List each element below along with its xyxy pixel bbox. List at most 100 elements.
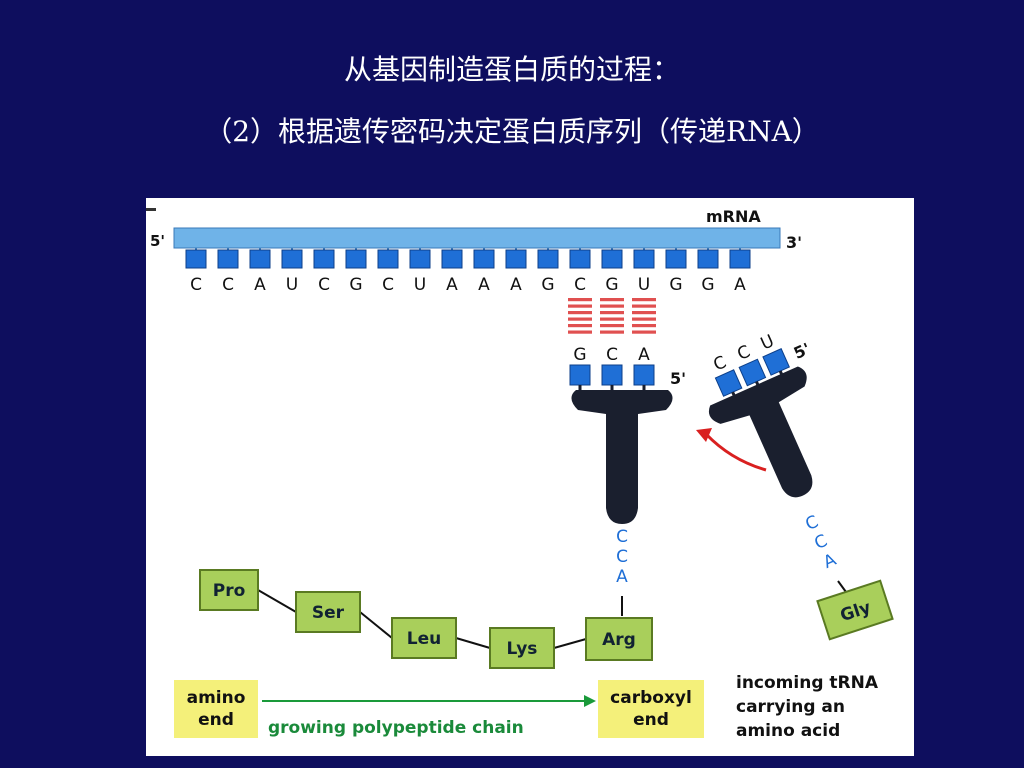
mrna-base-box xyxy=(633,249,655,269)
trna-incoming-anticodon-letter: C xyxy=(734,342,753,365)
trna-incoming-anticodon-letter: U xyxy=(758,331,778,354)
mrna-base-box xyxy=(601,249,623,269)
mrna-3prime-label: 3' xyxy=(786,233,802,252)
trna-bound-anticodon-letter: G xyxy=(573,345,586,365)
pairing-bar xyxy=(600,324,624,328)
mrna-base-box xyxy=(729,249,751,269)
label-line: end xyxy=(198,710,234,730)
mrna-base-letter: A xyxy=(446,275,458,295)
mrna-base-letter: U xyxy=(286,275,298,295)
mrna-base-letter: A xyxy=(254,275,266,295)
trna-bound-cca: CCA xyxy=(616,527,628,587)
label-line: incoming tRNA xyxy=(736,673,879,693)
trna-incoming-anticodon-stem xyxy=(731,391,737,399)
mrna-label: mRNA xyxy=(706,207,761,226)
mrna-base-box xyxy=(537,249,559,269)
amino-acid-label: Ser xyxy=(312,603,345,623)
mrna-base-box xyxy=(409,249,431,269)
amino-acid-box xyxy=(199,569,259,611)
label-line: amino xyxy=(187,688,246,708)
trna-incoming-anticodon-letter: C xyxy=(711,352,730,375)
mrna-base-box xyxy=(249,249,271,269)
label-line: carboxyl xyxy=(610,688,692,708)
pairing-bar xyxy=(568,317,592,321)
gly-box xyxy=(816,579,894,641)
pairing-bar xyxy=(600,304,624,308)
mrna-base-letter: C xyxy=(574,275,586,295)
mrna-base-box xyxy=(569,249,591,269)
trna-bound-anticodon-box xyxy=(601,364,623,386)
trna-bound-cca-letter: C xyxy=(616,527,628,547)
mrna-base-box xyxy=(473,249,495,269)
trna-bound-5prime-label: 5' xyxy=(670,369,686,388)
mrna-base-letter: C xyxy=(190,275,202,295)
slide-title: 从基因制造蛋白质的过程： xyxy=(343,53,680,86)
mrna-base-letter: U xyxy=(638,275,650,295)
trna-incoming-body xyxy=(708,366,813,498)
mrna-base-box xyxy=(345,249,367,269)
mrna-base-box xyxy=(697,249,719,269)
pairing-bar xyxy=(568,304,592,308)
pairing-bar xyxy=(632,304,656,308)
mrna-base-box xyxy=(441,249,463,269)
pairing-bar xyxy=(568,311,592,315)
amino-acid-gly: Gly xyxy=(816,579,894,641)
mrna-base-letter: C xyxy=(382,275,394,295)
trna-bound-cca-letter: A xyxy=(616,567,628,587)
label-line: carrying an xyxy=(736,697,845,717)
trna-bound-anticodon-letter: A xyxy=(638,345,650,365)
mrna-base-letter: G xyxy=(541,275,554,295)
pairing-bar xyxy=(568,330,592,334)
mrna-base-box xyxy=(377,249,399,269)
pairing-bar xyxy=(600,298,624,302)
carboxyl-end-box xyxy=(598,680,704,738)
mrna-base-letter: C xyxy=(222,275,234,295)
amino-acid-box xyxy=(585,617,653,661)
peptide-bond xyxy=(257,589,297,613)
trna-incoming-5prime-label: 5' xyxy=(791,339,813,363)
mrna-base-box xyxy=(217,249,239,269)
edge-mark xyxy=(146,208,156,211)
mrna-base-letter: U xyxy=(414,275,426,295)
incoming-arrow xyxy=(704,432,767,472)
amino-acid-box xyxy=(489,627,555,669)
mrna-base-box xyxy=(185,249,207,269)
pairing-bar xyxy=(632,311,656,315)
pairing-bar xyxy=(600,311,624,315)
mrna-base-letter: A xyxy=(478,275,490,295)
mrna-base-letter: G xyxy=(669,275,682,295)
amino-acid-label: Arg xyxy=(602,630,636,650)
mrna-base-letter: G xyxy=(349,275,362,295)
slide-subtitle: （2）根据遗传密码决定蛋白质序列（传递RNA） xyxy=(204,115,820,148)
mrna-base-box xyxy=(665,249,687,269)
incoming-arrow-head xyxy=(696,428,712,442)
label-line: end xyxy=(633,710,669,730)
pairing-bar xyxy=(632,324,656,328)
trna-bound-cca-letter: C xyxy=(616,547,628,567)
growing-chain-label: growing polypeptide chain xyxy=(268,718,524,738)
pairing-bar xyxy=(632,298,656,302)
trna-bound-anticodon-box xyxy=(633,364,655,386)
trna-bound-anticodon-letter: C xyxy=(606,345,618,365)
amino-acid-box xyxy=(391,617,457,659)
mrna-base-box xyxy=(313,249,335,269)
pairing-bar xyxy=(600,317,624,321)
codon-anticodon-pairing xyxy=(568,298,656,334)
pairing-bar xyxy=(632,330,656,334)
amino-end-box xyxy=(174,680,258,738)
trna-bound-body xyxy=(571,390,673,524)
mrna-base-box xyxy=(281,249,303,269)
mrna-5prime-label: 5' xyxy=(150,232,165,250)
trna-incoming-cca-letter: A xyxy=(821,550,840,573)
amino-acid-label: Lys xyxy=(507,639,538,659)
growing-chain-arrow-head xyxy=(584,695,596,707)
